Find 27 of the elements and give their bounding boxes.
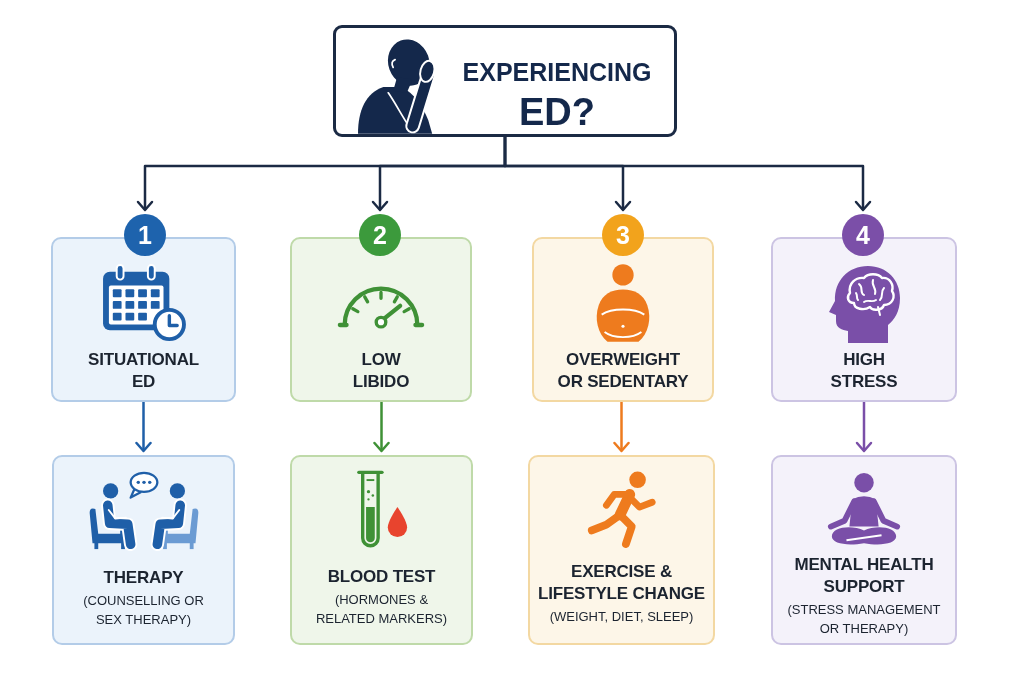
- card-title: HIGH STRESS: [829, 349, 899, 393]
- card-title: BLOOD TEST: [326, 566, 437, 588]
- card-description: (STRESS MANAGEMENT OR THERAPY): [786, 601, 942, 638]
- arrow: [613, 402, 630, 453]
- question-title: EXPERIENCING ED?: [461, 57, 653, 134]
- arrow: [135, 402, 152, 453]
- card-title: SITUATIONAL ED: [87, 349, 200, 393]
- arrow: [373, 402, 390, 453]
- step-number: 1: [124, 214, 166, 256]
- card-description: (COUNSELLING OR SEX THERAPY): [82, 592, 205, 629]
- question-panel: [333, 25, 677, 137]
- card-title: THERAPY: [102, 567, 185, 589]
- step-number: 2: [359, 214, 401, 256]
- card-description: (WEIGHT, DIET, SLEEP): [548, 608, 695, 626]
- card-description: (HORMONES & RELATED MARKERS): [314, 591, 449, 628]
- treatment-card: [290, 455, 473, 645]
- card-title: EXERCISE & LIFESTYLE CHANGE: [537, 561, 706, 605]
- step-number: 4: [842, 214, 884, 256]
- step-number: 3: [602, 214, 644, 256]
- treatment-card: [528, 455, 715, 645]
- card-title: LOW LIBIDO: [351, 349, 411, 393]
- card-title: MENTAL HEALTH SUPPORT: [793, 554, 935, 598]
- arrow: [503, 137, 872, 212]
- card-title: OVERWEIGHT OR SEDENTARY: [556, 349, 690, 393]
- treatment-card: [52, 455, 235, 645]
- arrow: [855, 402, 873, 453]
- treatment-card: [771, 455, 957, 645]
